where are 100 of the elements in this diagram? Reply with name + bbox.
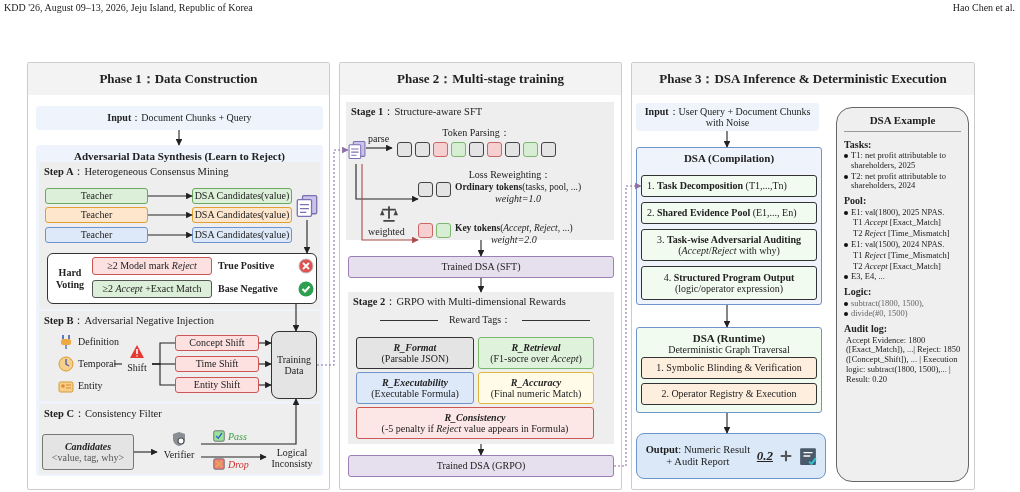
stage-panel — [348, 292, 614, 444]
reward-box — [478, 337, 594, 369]
box-text: Entity Shift — [193, 379, 241, 391]
arrow — [477, 239, 485, 257]
list-item: E1: val(1800), 2025 NPAS. — [851, 207, 945, 218]
box-text: Teacher — [80, 209, 113, 221]
reward-box — [356, 337, 474, 369]
box-text: ≥2 Accept +Exact Match — [102, 283, 202, 295]
arrow — [200, 453, 267, 461]
box-text: 2. Shared Evidence Pool (E1,..., En) — [647, 207, 797, 219]
result-label — [218, 257, 314, 275]
step-panel — [39, 162, 320, 309]
arrow — [477, 277, 485, 293]
box-text: (Final numeric Match) — [490, 388, 582, 400]
box-text: R_Consistency — [444, 411, 506, 423]
box-text: DSA Candidates(value) — [194, 209, 290, 221]
output-box — [636, 433, 826, 479]
box-text: R_Format — [393, 341, 437, 353]
arrow — [175, 129, 183, 146]
box-text: Temporal — [78, 358, 117, 370]
arrow — [477, 443, 485, 456]
section-label: Token Parsing： — [442, 126, 510, 139]
step-panel — [39, 404, 320, 474]
result-value: 0.2 — [756, 448, 773, 464]
edge-label: parse — [368, 133, 390, 144]
model-box — [348, 256, 614, 278]
arrow — [365, 144, 393, 152]
phase-title: Phase 1：Data Construction — [28, 63, 329, 95]
weight-text: weight=2.0 — [490, 233, 537, 246]
voting-title: Hard Voting — [55, 267, 85, 290]
box-text: (-5 penalty if Reject value appears in Formula) — [381, 423, 569, 435]
teacher-box — [45, 207, 148, 223]
shift-type-label — [58, 357, 114, 371]
box-text: (F1-socre over Accept) — [490, 353, 582, 365]
panel-title: Adversarial Data Synthesis (Learn to Reject) — [72, 150, 287, 163]
token-text: Key tokens(Accept, Reject, ...) — [455, 223, 573, 234]
arrow — [258, 360, 272, 368]
list-item: E1: val(1500), 2024 NPAS. — [851, 240, 945, 250]
box-text: 3. Task-wise Adversarial Auditing (Accept/Reject with why) — [655, 233, 803, 257]
runtime-panel — [636, 327, 822, 413]
box-text: Input：User Query + Document Chunks with Noise — [643, 105, 812, 129]
arrow — [355, 163, 419, 203]
list-item: E3, E4, ... — [851, 272, 885, 283]
box-text: (Parsable JSON) — [381, 353, 449, 365]
box-text: Definition — [78, 336, 120, 348]
panel-title: DSA (Runtime) — [691, 332, 767, 345]
box-text: <value, tag, why> — [51, 452, 125, 464]
list-item: T1 Accept [Exact_Match] — [852, 218, 942, 229]
box-text: DSA Candidates(value) — [194, 229, 290, 241]
arrow — [303, 219, 311, 254]
section-heading: Logic: — [844, 286, 873, 298]
arrow — [147, 231, 193, 239]
box-text: Entity — [78, 380, 103, 392]
list-item: T2 Reject [Time_Mismatch] — [852, 229, 951, 239]
card-title: DSA Example — [844, 114, 961, 132]
list-item: subtract(1800, 1500), — [851, 298, 924, 309]
panel-title: Step A：Heterogeneous Consensus Mining — [44, 166, 229, 179]
synthesis-panel — [36, 145, 323, 476]
arrow — [361, 163, 419, 244]
connector-line — [113, 363, 123, 365]
edge-label: Drop — [228, 459, 249, 470]
shift-box — [175, 377, 259, 393]
arrow — [147, 211, 193, 219]
training-data-box — [271, 331, 317, 399]
arrow — [147, 192, 193, 200]
box-text: Candidates — [64, 440, 112, 452]
box-text: 1. Task Decomposition (T1,...,Tn) — [647, 180, 787, 192]
section-label: Loss Reweighting： — [467, 168, 553, 182]
panel-title: Stage 1：Structure-aware SFT — [351, 106, 483, 119]
model-box — [348, 455, 614, 477]
list-item: T1 Reject [Time_Mismatch] — [852, 250, 951, 261]
connector-line — [151, 363, 176, 386]
box-text: Verifier — [163, 449, 195, 461]
step-panel — [39, 311, 320, 401]
box-text: Shift — [127, 362, 147, 374]
result-label — [218, 280, 314, 298]
box-text: R_Executability — [381, 376, 449, 388]
box-text: True Positive — [218, 260, 275, 272]
token-text: Ordinary tokens(tasks, pool, ...) — [455, 182, 582, 193]
list-item: divide(#0, 1500) — [851, 309, 908, 320]
output-text: Output: Numeric Result + Audit Report — [645, 443, 751, 469]
shift-box — [175, 335, 259, 351]
box-text: Training Data — [275, 353, 313, 377]
compilation-panel — [636, 147, 822, 305]
arrow — [723, 304, 731, 328]
section-heading: Pool: — [844, 195, 868, 207]
voting-box — [47, 253, 317, 304]
step-box — [641, 175, 817, 197]
section-label: Reward Tags： — [447, 313, 513, 327]
candidates-box — [42, 434, 134, 470]
box-text: DSA Candidates(value) — [194, 190, 290, 202]
panel-title: Step C：Consistency Filter — [44, 408, 162, 421]
box-text: Input：Document Chunks + Query — [107, 112, 252, 124]
shift-box — [175, 356, 259, 372]
phase-panel — [27, 62, 330, 490]
teacher-box — [45, 227, 148, 243]
teacher-box — [45, 188, 148, 204]
box-text: 2. Operator Registry & Execution — [661, 388, 797, 400]
audit-log-text: Accept Evidence: 1800 ([Exact_Match]), ...| Reject: 1850 ([Concept_Shift]), ... | Execution logic: subtract(1800, 1500),... | Result: 0.20 — [845, 335, 961, 385]
box-text: R_Accuracy — [510, 376, 562, 388]
